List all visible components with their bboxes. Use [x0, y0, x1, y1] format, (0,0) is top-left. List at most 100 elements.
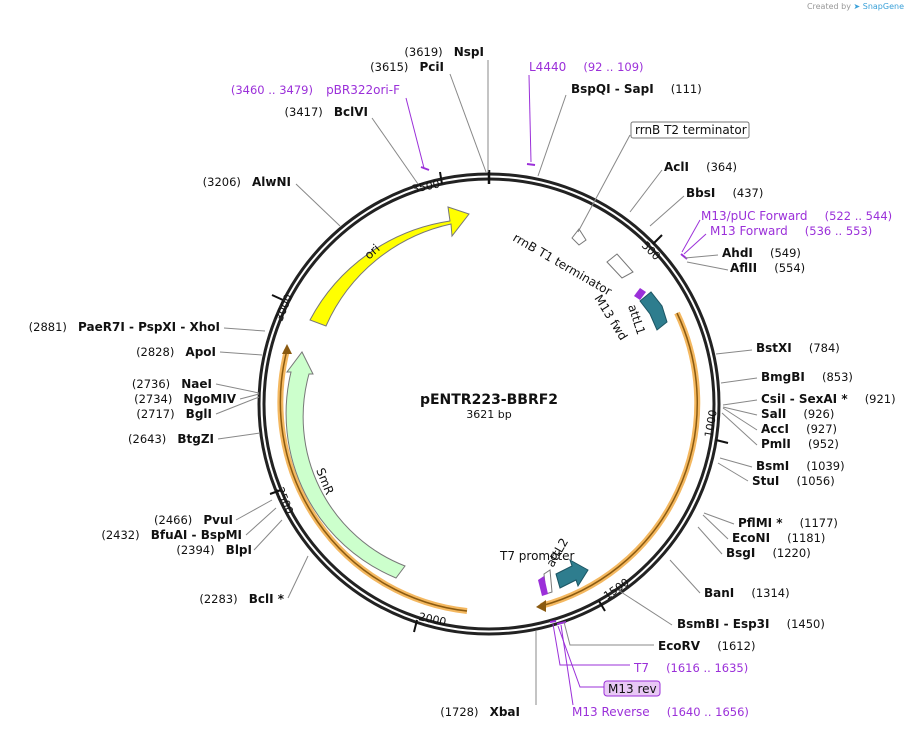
primer-pbr322-range: (3460 .. 3479): [231, 83, 313, 97]
leader-ecorv: [563, 621, 654, 646]
smr-feature: [285, 351, 406, 579]
primer-m13puc-name: M13/pUC Forward: [701, 209, 808, 223]
site-ngomiv-pos: (2734): [134, 392, 172, 406]
leader-bfuai: [245, 507, 277, 536]
site-acli-pos: (364): [706, 160, 737, 174]
site-bbsi: BbsI (437): [686, 182, 763, 201]
labels-primers: L4440 (92 .. 109) (3460 .. 3479) pBR322o…: [231, 56, 892, 720]
primer-m13reverse: M13 Reverse (1640 .. 1656): [572, 701, 749, 720]
leader-ahdi: [684, 254, 719, 259]
site-bsgi: BsgI (1220): [726, 542, 811, 561]
snapgene-logo-icon: ➤: [853, 2, 861, 11]
site-btgzi-pos: (2643): [128, 432, 166, 446]
primer-pbr322: (3460 .. 3479) pBR322ori-F: [231, 79, 400, 98]
leader-bstxi: [715, 349, 753, 355]
site-stui: StuI (1056): [752, 470, 835, 489]
site-bsmi-pos: (1039): [806, 459, 844, 473]
site-naei-name: NaeI: [181, 377, 212, 391]
site-bsgi-name: BsgI: [726, 546, 755, 560]
site-aflii-pos: (554): [774, 261, 805, 275]
primer-l4440: L4440 (92 .. 109): [529, 56, 644, 75]
site-bclvi-pos: (3417): [285, 105, 323, 119]
site-ecorv-pos: (1612): [717, 639, 755, 653]
site-pflmi-pos: (1177): [800, 516, 838, 530]
leader-bcli: [287, 555, 309, 599]
leader-pmli: [721, 412, 758, 446]
site-pcii-pos: (3615): [370, 60, 408, 74]
leader-bsgi: [697, 526, 723, 555]
site-sali-name: SalI: [761, 407, 786, 421]
site-pflmi: PflMI * (1177): [738, 512, 838, 531]
attl1-arrow: [639, 291, 668, 331]
leaders-primers: [405, 74, 707, 706]
leader-bani: [669, 559, 701, 594]
leader-aflii: [686, 261, 729, 271]
m13-fwd-label: M13 fwd: [591, 292, 630, 343]
site-bbsi-name: BbsI: [686, 186, 715, 200]
site-bsmbi-pos: (1450): [787, 617, 825, 631]
primer-m13fwd-name: M13 Forward: [710, 224, 788, 238]
site-xhoi-name: PaeR7I - PspXI - XhoI: [78, 320, 220, 334]
primer-t7-range: (1616 .. 1635): [666, 661, 748, 675]
tick-2000: [413, 619, 418, 633]
tick-label-1000: 1000: [702, 409, 720, 439]
site-csii-name: CsiI - SexAI *: [761, 392, 848, 406]
primer-m13reverse-range: (1640 .. 1656): [667, 705, 749, 719]
site-alwni-name: AlwNI: [252, 175, 291, 189]
site-apoi-name: ApoI: [185, 345, 216, 359]
site-ngomiv-name: NgoMIV: [183, 392, 236, 406]
site-pvui-name: PvuI: [203, 513, 233, 527]
labels-left: (3417) BclVI (3206) AlwNI (2881) PaeR7I …: [29, 105, 368, 606]
leaders-right: [449, 60, 758, 705]
site-blpi-pos: (2394): [176, 543, 214, 557]
site-ecorv: EcoRV (1612): [658, 635, 755, 654]
site-pmli-name: PmlI: [761, 437, 791, 451]
cds-arc-right-line: [540, 312, 698, 607]
site-aflii: AflII (554): [730, 257, 805, 276]
primer-m13fwd-range: (536 .. 553): [805, 224, 873, 238]
site-acci-name: AccI: [761, 422, 789, 436]
leader-bspqi: [537, 94, 567, 177]
site-sali-pos: (926): [803, 407, 834, 421]
site-xbai-pos: (1728): [440, 705, 478, 719]
leader-bgli: [215, 396, 260, 415]
site-blpi-name: BlpI: [226, 543, 252, 557]
leader-l4440: [528, 74, 532, 163]
site-bmgbi-pos: (853): [822, 370, 853, 384]
site-stui-name: StuI: [752, 474, 779, 488]
tick-3500: [439, 171, 443, 185]
leader-m13puc: [681, 219, 701, 253]
cds-arc-left-head: [282, 344, 292, 354]
primer-t7: T7 (1616 .. 1635): [633, 657, 748, 676]
site-bstxi-pos: (784): [809, 341, 840, 355]
site-xbai: (1728) XbaI: [440, 701, 520, 720]
site-bsmbi: BsmBI - Esp3I (1450): [677, 613, 825, 632]
site-ecorv-name: EcoRV: [658, 639, 701, 653]
site-nspi: (3619) NspI: [404, 41, 484, 60]
attl2-arrow: [555, 558, 589, 589]
leader-m13rev-box: [557, 625, 604, 688]
site-bbsi-pos: (437): [732, 186, 763, 200]
credit-text: Created by: [806, 2, 851, 11]
leader-naei: [215, 383, 260, 394]
site-csii: CsiI - SexAI * (921): [761, 388, 896, 407]
tick-2500: [269, 489, 282, 495]
primer-l4440-name: L4440: [529, 60, 566, 74]
labels-right: (3619) NspI (3615) PciI BspQI - SapI (11…: [370, 41, 896, 720]
leader-apoi: [219, 351, 263, 356]
leader-pcii: [449, 73, 487, 173]
primer-m13reverse-name: M13 Reverse: [572, 705, 650, 719]
m13-rev-box: [603, 680, 661, 697]
tick-3000: [271, 294, 284, 301]
site-apoi-pos: (2828): [136, 345, 174, 359]
site-bstxi: BstXI (784): [756, 337, 840, 356]
primer-m13puc: M13/pUC Forward (522 .. 544): [701, 205, 892, 224]
tick-label-2000: 2000: [417, 610, 447, 629]
site-bani: BanI (1314): [704, 582, 790, 601]
site-bstxi-name: BstXI: [756, 341, 792, 355]
site-bani-pos: (1314): [751, 586, 789, 600]
site-bgli: (2717) BglI: [136, 403, 212, 422]
t7-mark: [549, 620, 557, 623]
primer-m13puc-range: (522 .. 544): [825, 209, 893, 223]
